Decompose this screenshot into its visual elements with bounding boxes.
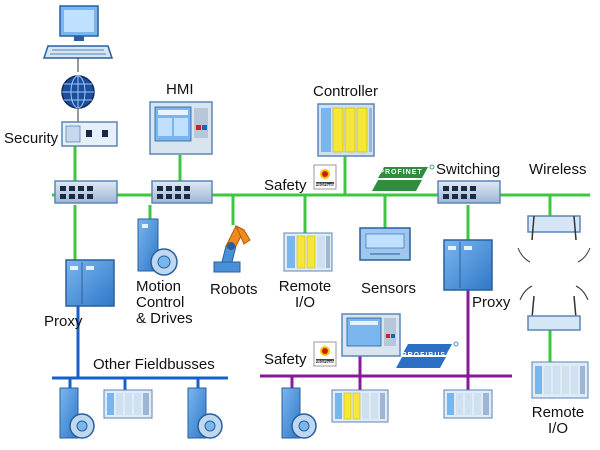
proxy-left-icon	[65, 259, 115, 307]
profibus-line	[260, 290, 512, 392]
security-label: Security	[4, 130, 59, 147]
remote-io-right-icon	[531, 361, 589, 399]
proxy-right-icon	[443, 239, 493, 291]
robot-arm-icon	[213, 224, 251, 273]
remote-io-top-label: Remote I/O	[278, 278, 332, 311]
wireless-access-point-bottom-icon	[519, 285, 589, 331]
drive-unit-icon	[137, 218, 178, 276]
switch-mid-icon	[151, 180, 213, 204]
controller-label: Controller	[313, 83, 379, 100]
io-module-bottom-2-icon	[443, 389, 493, 419]
safety-bottom-label: Safety	[264, 351, 307, 368]
profisafe-top-text: PROFIsafe	[314, 182, 336, 187]
io-module-safety-bottom-icon	[331, 389, 389, 423]
sensors-label: Sensors	[361, 280, 417, 297]
profibus-logo	[396, 341, 459, 368]
hmi-panel-bottom-icon	[341, 313, 401, 357]
computer-icon	[42, 5, 114, 59]
switch-right-icon	[437, 180, 501, 204]
profibus-logo-text: PROFIBUS	[401, 352, 447, 359]
remote-io-top-icon	[283, 232, 333, 272]
hmi-panel-icon	[149, 101, 213, 155]
profinet-logo-text: PROFINET	[379, 169, 423, 176]
safety-top-label: Safety	[264, 177, 307, 194]
proxy-left-label: Proxy	[44, 313, 83, 330]
sensor-module-icon	[359, 227, 411, 261]
remote-io-bottom-label: Remote I/O	[531, 404, 585, 437]
robots-label: Robots	[210, 281, 258, 298]
profisafe-bottom-text: PROFIsafe	[314, 359, 336, 364]
drive-bottom-2-icon	[187, 387, 223, 439]
globe-icon	[61, 75, 95, 109]
switch-left-icon	[54, 180, 118, 204]
drive-bottom-1-icon	[59, 387, 95, 439]
profisafe-logo-top	[313, 164, 337, 190]
motion-control-label: Motion Control & Drives	[136, 278, 193, 327]
security-appliance-icon	[61, 121, 118, 147]
hmi-label: HMI	[166, 81, 194, 98]
controller-rack-icon	[317, 103, 375, 157]
profinet-logo	[372, 164, 435, 191]
wireless-label: Wireless	[529, 161, 587, 178]
io-module-bottom-1-icon	[103, 389, 153, 419]
profisafe-logo-bottom	[313, 341, 337, 367]
wireless-access-point-top-icon	[517, 215, 591, 263]
drive-bottom-3-icon	[281, 387, 317, 439]
other-fieldbusses-label: Other Fieldbusses	[93, 356, 215, 373]
proxy-right-label: Proxy	[472, 294, 511, 311]
switching-label: Switching	[436, 161, 501, 178]
